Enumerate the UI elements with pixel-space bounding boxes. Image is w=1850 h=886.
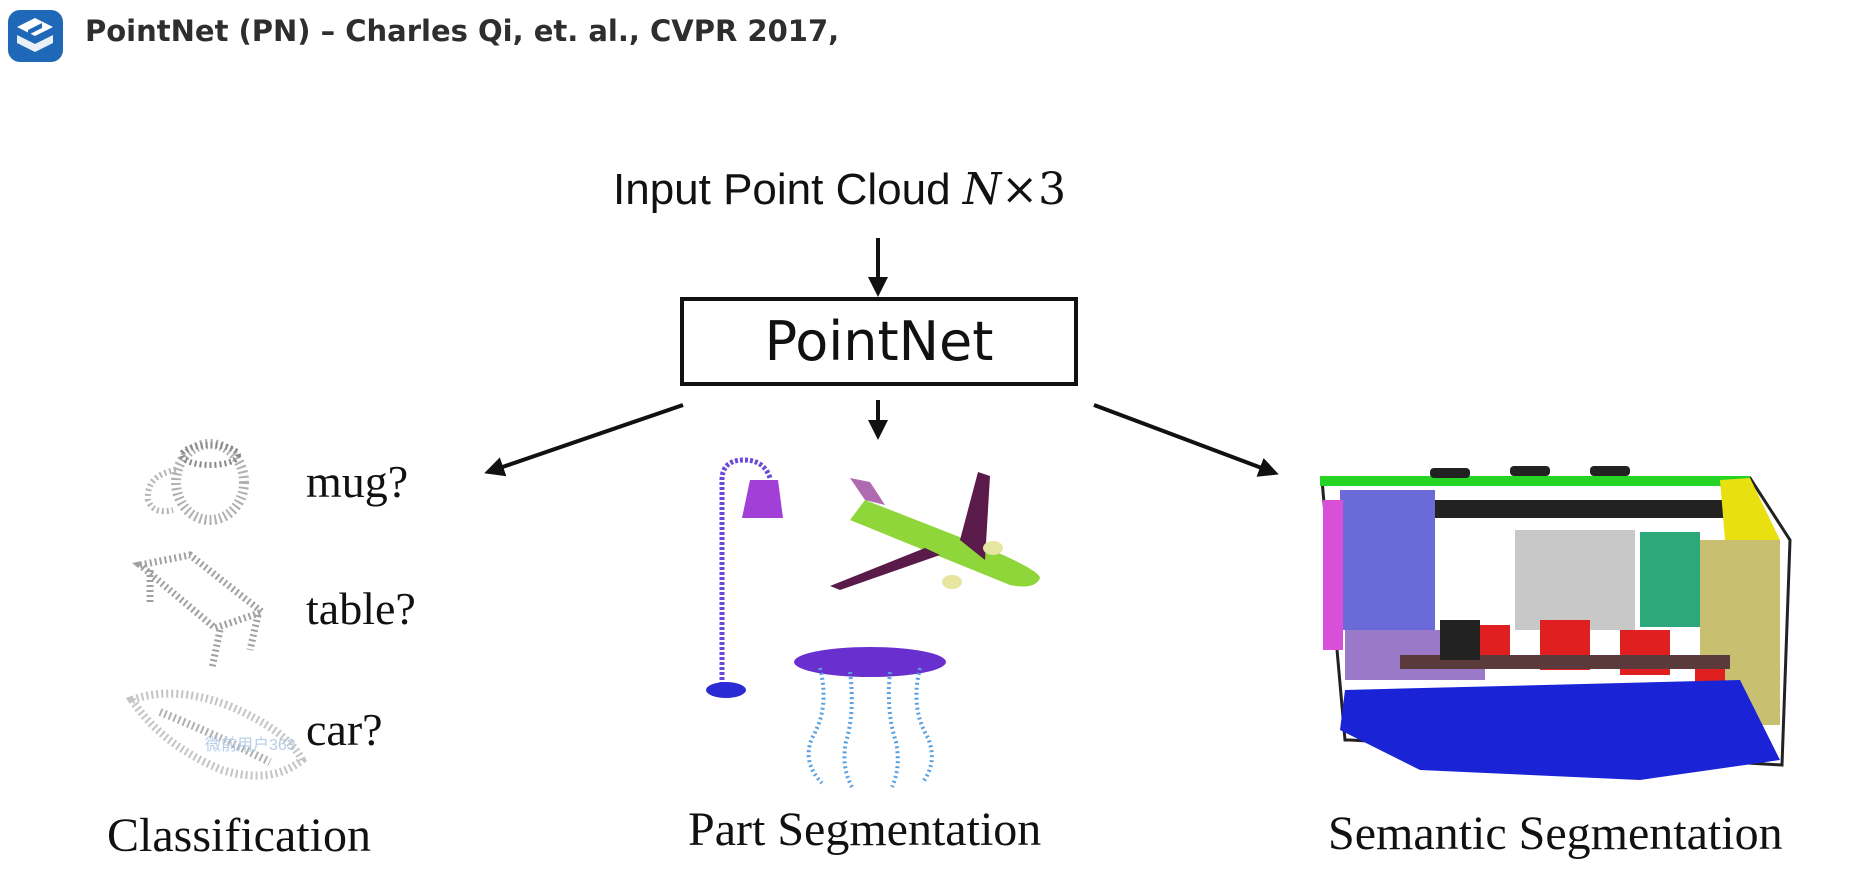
- class-label-mug: mug?: [306, 456, 409, 507]
- room-ceiling: [1320, 476, 1750, 486]
- semantic-segmentation-title: Semantic Segmentation: [1328, 807, 1783, 860]
- table-point-cloud: [132, 551, 270, 669]
- watermark-text: 微前用户363: [205, 737, 296, 754]
- round-table-point-cloud: [794, 647, 946, 788]
- pointnet-box: PointNet: [680, 297, 1078, 386]
- input-label-text: Input Point Cloud: [613, 165, 951, 214]
- input-dim-times: ×3: [1001, 164, 1067, 215]
- mug-point-cloud: [144, 439, 249, 525]
- room-wall-left: [1340, 490, 1435, 630]
- class-label-car: car?: [306, 704, 383, 755]
- input-point-cloud-label: Input Point Cloud N×3: [613, 164, 1066, 215]
- lamp-point-cloud: [706, 457, 783, 698]
- airplane-point-cloud: [830, 472, 1040, 590]
- arrow-to-classification: [484, 403, 684, 477]
- room-point-cloud: [1320, 466, 1792, 780]
- car-point-cloud: [125, 689, 307, 780]
- flow-arrows: [484, 238, 1279, 477]
- brand-logo: [8, 10, 63, 62]
- class-label-table: table?: [306, 583, 416, 634]
- part-segmentation-title: Part Segmentation: [688, 803, 1042, 856]
- classification-title: Classification: [107, 809, 371, 862]
- slide-title: PointNet (PN) – Charles Qi, et. al., CVP…: [85, 14, 840, 48]
- input-dim-n: N: [962, 164, 1002, 215]
- arrow-to-semantic-segmentation: [1093, 403, 1279, 477]
- room-board: [1640, 532, 1700, 627]
- brand-logo-icon: [17, 18, 53, 52]
- pointnet-label: PointNet: [764, 310, 994, 373]
- room-floor: [1340, 680, 1780, 780]
